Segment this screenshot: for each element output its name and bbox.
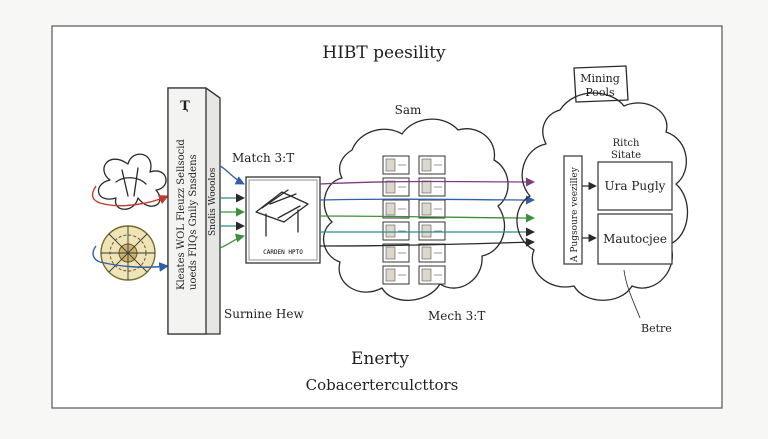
arrow-line-green [319,213,535,223]
vertical-bar-label: A Pugsoure veezilley [570,166,580,263]
left-panel-col1: Kleates WOL Fleuzz Sellsocid [176,139,187,290]
arrow-panel-to-box-1 [219,165,245,185]
chip-flower-icon [100,225,156,281]
mining-label-line2: Pools [585,86,615,99]
arrow-panel-to-box-5 [219,233,245,249]
mining-pools-note: Mining Pools [573,65,629,103]
tile-glyph [421,158,432,172]
right-box-1: Ura Pugly [597,161,673,211]
left-panel: Ҭ Kleates WOL Fleuzz Sellsocid uoeds FlI… [167,87,221,335]
tile-glyph [385,180,396,194]
tile-glyph [421,180,432,194]
tile-glyph [385,246,396,260]
right-box-2: Mautocjee [597,213,673,265]
betre-label: Betre [641,322,672,335]
arrow-line-dark [319,237,535,247]
tile-glyph [421,202,432,216]
tile-glyph [385,224,396,238]
right-cloud [516,92,689,301]
roof-sketch-icon [255,189,309,237]
left-panel-header: Ҭ [180,99,190,114]
mech-bottom-label: Mech 3:T [428,309,485,323]
betre-leader-line [623,269,641,319]
central-cloud [322,118,509,301]
footer-label: Cobacerterculcttors [306,376,459,394]
carden-box: CARDEN HPTO [245,176,321,264]
ritch-label-line1: Ritch [613,138,640,149]
arrow-blue-to-panel [92,245,169,272]
arrow-line-purple [319,177,535,187]
tile-glyph [385,158,396,172]
sam-label: Sam [395,103,422,117]
ritch-label-line2: Sitate [611,150,641,161]
mining-label-line1: Mining [580,72,620,85]
tile-glyph [421,268,432,282]
tile-glyph [421,224,432,238]
arrow-line-blue [319,195,535,205]
carden-label: CARDEN HPTO [263,249,303,256]
tile-glyph [385,268,396,282]
energy-label: Enerty [351,349,409,369]
flower-outline-icon [98,153,167,210]
vertical-bar: A Pugsoure veezilley [563,155,583,265]
left-panel-col3: Snolis Wooolos [208,167,218,236]
tile-glyph [385,202,396,216]
left-panel-col2: uoeds FlIQs Gnily Snsdens [188,154,199,290]
right-box-1-label: Ura Pugly [605,179,666,193]
surname-label: Surnine Hew [224,307,304,321]
arrow-red-to-panel [91,185,169,207]
tile-glyph [421,246,432,260]
match-top-label: Match 3:T [232,151,294,165]
diagram-title: HIBT peesility [322,43,446,63]
right-box-2-label: Mautocjee [603,232,667,246]
tile-grid [382,155,446,285]
